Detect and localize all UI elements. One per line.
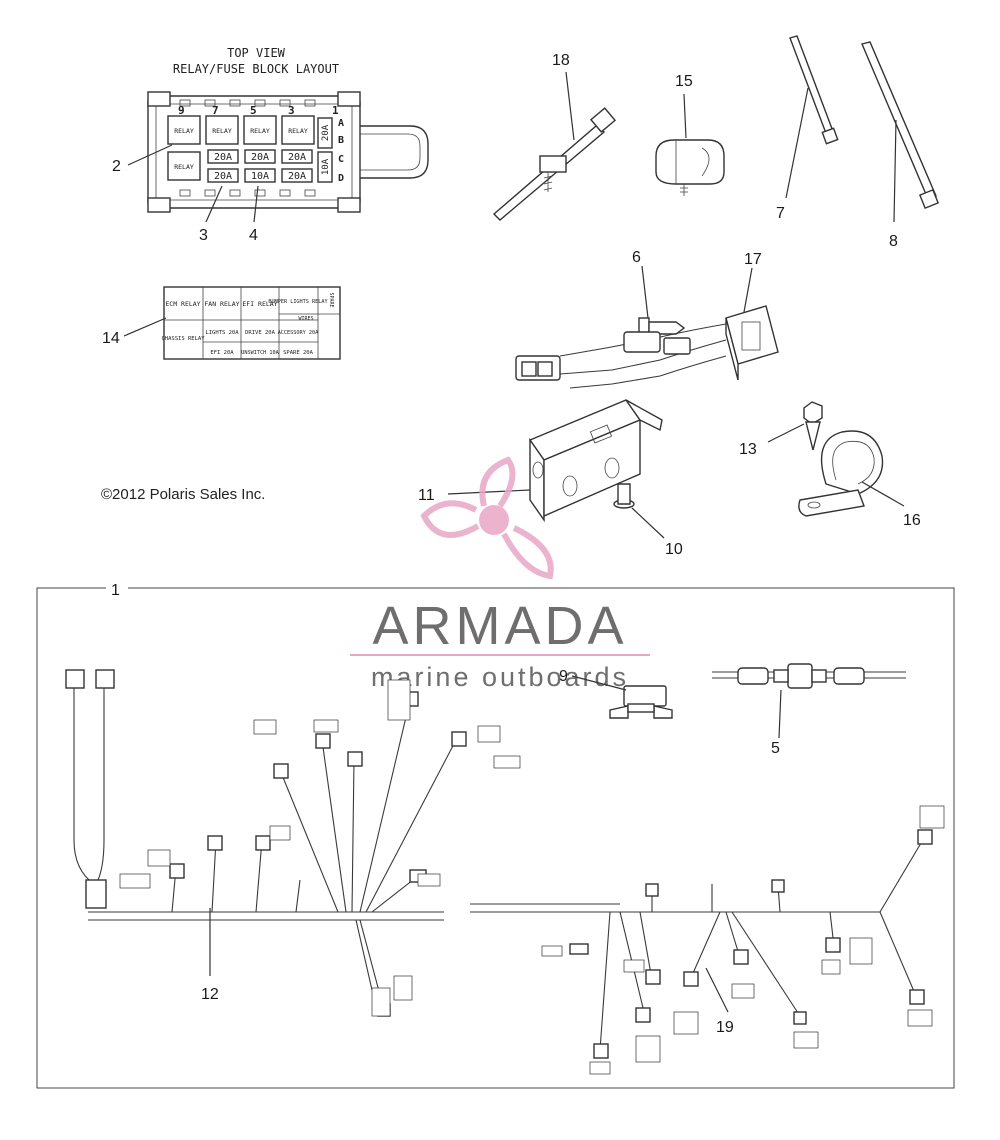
slot-number-1: 1: [332, 104, 339, 117]
callout-5: 5: [771, 740, 780, 757]
relay-label-4: RELAY: [288, 127, 308, 135]
callout-4: 4: [249, 227, 258, 244]
fuse-label-r2c2: 10A: [251, 171, 269, 182]
legend-drive: DRIVE 20A: [245, 330, 275, 336]
legend-header-fan: FAN RELAY: [204, 300, 239, 308]
callout-18: 18: [552, 52, 570, 69]
armada-brand: ARMADA: [372, 596, 627, 656]
legend-unswitch: UNSWITCH 10A: [241, 350, 279, 356]
callout-16: 16: [903, 512, 921, 529]
callout-13: 13: [739, 441, 757, 458]
relay-module: [571, 675, 673, 719]
callout-6: 6: [632, 249, 641, 266]
legend-wires: WIRES: [298, 316, 313, 322]
harness-frame: [36, 587, 955, 1089]
propeller-logo-icon: [420, 456, 554, 580]
callout-7: 7: [776, 205, 785, 222]
hex-bolt: [767, 401, 823, 451]
armada-tagline: marine outboards: [371, 662, 629, 692]
legend-accessory: ACCESSORY 20A: [278, 330, 319, 336]
edge-clip: [655, 93, 725, 196]
relay-label-2: RELAY: [212, 127, 232, 135]
screw: [638, 265, 686, 339]
copyright-notice: ©2012 Polaris Sales Inc.: [101, 486, 265, 503]
callout-10: 10: [665, 541, 683, 558]
callout-8: 8: [889, 233, 898, 250]
armada-logo: ARMADA marine outboards: [350, 456, 650, 692]
cable-tie-short: [785, 35, 839, 199]
p-clamp: [798, 430, 905, 517]
callout-14: 14: [102, 330, 120, 347]
main-harness-right: [470, 805, 945, 1075]
relay-block-title-2: RELAY/FUSE BLOCK LAYOUT: [173, 62, 339, 76]
slot-number-9: 9: [178, 104, 185, 117]
callout-12: 12: [201, 986, 219, 1003]
legend-efi: EFI 20A: [210, 350, 234, 356]
legend-side-spare: SPARE: [328, 292, 334, 307]
fuse-label-r1c1: 20A: [214, 152, 232, 163]
legend-chassis-relay: CHASSIS RELAY: [161, 336, 205, 342]
callout-1: 1: [111, 582, 120, 599]
fuse-label-r2c3: 20A: [288, 171, 306, 182]
side-letter-c: C: [338, 154, 344, 165]
relay-label-1: RELAY: [174, 127, 194, 135]
cable-tie-long: [861, 41, 940, 223]
legend-header-ecm: ECM RELAY: [165, 300, 200, 308]
side-letter-d: D: [338, 173, 344, 184]
callout-15: 15: [675, 73, 693, 90]
side-fuse-10a: 10A: [321, 158, 331, 175]
legend-header-efi: EFI RELAY: [242, 300, 277, 308]
relay-fuse-block: TOP VIEW RELAY/FUSE BLOCK LAYOUT 9 7 5 3…: [127, 46, 429, 223]
callout-9: 9: [559, 668, 568, 685]
callout-3: 3: [199, 227, 208, 244]
push-rivet: [613, 483, 665, 539]
relay-block-title-1: TOP VIEW: [227, 46, 286, 60]
callout-17: 17: [744, 251, 762, 268]
relay-label-3: RELAY: [250, 127, 270, 135]
cable-tie-push-mount: [492, 71, 617, 221]
main-harness-left: [65, 669, 521, 1017]
inline-fuse-holder: [712, 663, 906, 739]
fuse-label-r1c3: 20A: [288, 152, 306, 163]
fuse-label-r2c1: 20A: [214, 171, 232, 182]
side-letter-b: B: [338, 135, 344, 146]
slot-number-3: 3: [288, 104, 295, 117]
side-fuse-20a: 20A: [321, 124, 331, 141]
callout-19: 19: [716, 1019, 734, 1036]
relay-bracket: [447, 399, 663, 523]
fuse-legend-table: ECM RELAY FAN RELAY EFI RELAY BUMPER LIG…: [123, 286, 341, 360]
relay-label-5: RELAY: [174, 163, 194, 171]
callout-2: 2: [112, 158, 121, 175]
legend-header-bumper: BUMPER LIGHTS RELAY: [268, 299, 328, 305]
legend-lights: LIGHTS 20A: [205, 330, 239, 336]
side-letter-a: A: [338, 118, 344, 129]
slot-number-5: 5: [250, 104, 257, 117]
fuse-label-r1c2: 20A: [251, 152, 269, 163]
connector-harness: [515, 267, 779, 389]
slot-number-7: 7: [212, 104, 219, 117]
legend-spare: SPARE 20A: [283, 350, 313, 356]
callout-11: 11: [418, 487, 435, 504]
